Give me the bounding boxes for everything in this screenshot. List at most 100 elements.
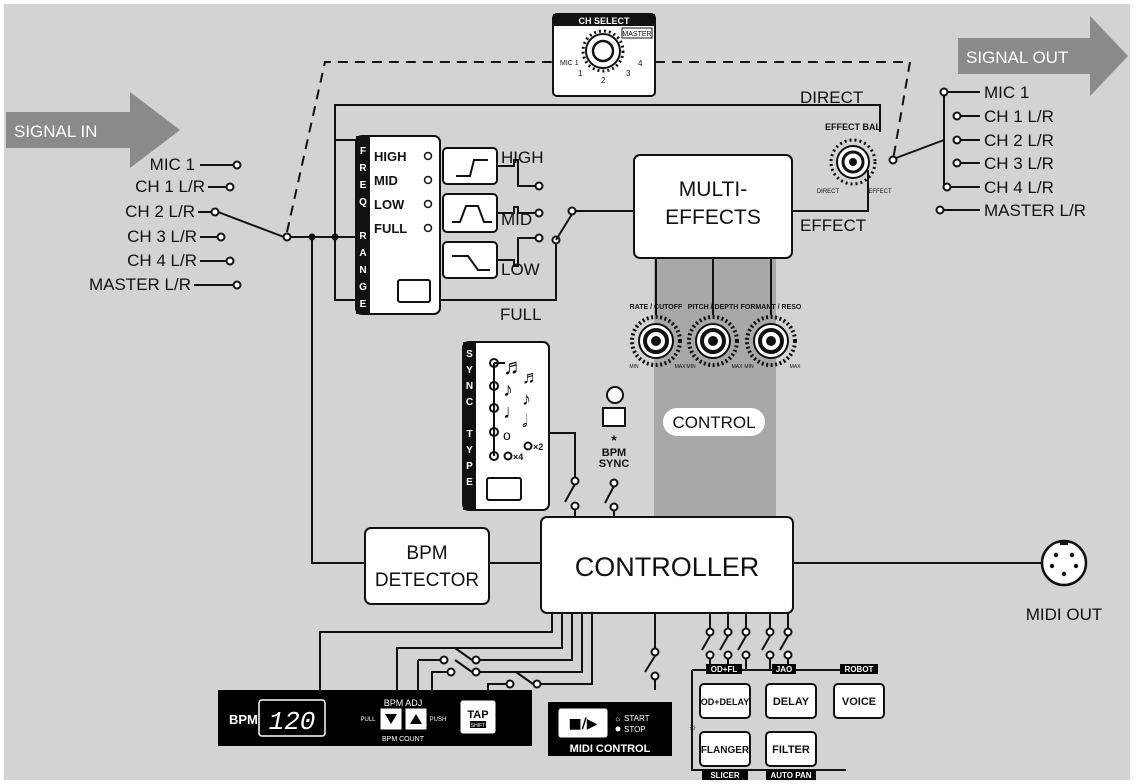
sync-type-side-letter: Y [466, 365, 473, 376]
auto-pan-tag: AUTO PAN [770, 771, 811, 780]
sync-x4: ×4 [513, 452, 523, 462]
control-label: CONTROL [672, 413, 755, 432]
signal-in-label: SIGNAL IN [14, 122, 97, 141]
input-label-mic1: MIC 1 [150, 155, 195, 174]
freq-option-led [423, 223, 433, 233]
delay-label: DELAY [773, 696, 810, 708]
control-knob[interactable] [687, 315, 739, 367]
control-badge [663, 408, 765, 436]
bpm-sync-line1: BPM [602, 447, 626, 459]
control-knob[interactable] [630, 315, 682, 367]
output-label-ch1: CH 1 L/R [984, 107, 1054, 126]
output-label-ch4: CH 4 L/R [984, 178, 1054, 197]
effect-label: EFFECT [800, 216, 866, 235]
midi-out-label: MIDI OUT [1026, 605, 1103, 624]
arrow-down-icon [385, 714, 397, 724]
freq-range-side-letter: G [359, 282, 367, 293]
effect-bal-control: EFFECT BAL DIRECT EFFECT [817, 92, 945, 195]
bpm-sync-led [606, 386, 624, 404]
freq-out-mid: MID [501, 210, 532, 229]
note-dotted-eighth-icon: ♪ [522, 389, 531, 409]
sync-type-side-letter: N [466, 381, 473, 392]
bpm-sync-control: * BPM SYNC [599, 386, 629, 517]
midi-start-label: START [624, 714, 650, 723]
bpm-adj-label: BPM ADJ [384, 698, 423, 708]
knob-label: PITCH / DEPTH [688, 304, 739, 311]
freq-option-label: FULL [374, 221, 407, 236]
effect-bal-title: EFFECT BAL [825, 122, 881, 132]
freq-range-side-letter: R [359, 231, 367, 242]
knob-min-label: MIN [686, 364, 696, 370]
sync-type-wire [549, 432, 576, 478]
knob-max-label: MAX [675, 364, 687, 370]
bpm-sync-button[interactable] [602, 407, 626, 427]
controller-block: CONTROLLER [540, 516, 794, 614]
bpm-display-value: 120 [269, 707, 316, 737]
input-label-ch1: CH 1 L/R [135, 177, 205, 196]
bpm-display [258, 699, 326, 737]
midi-stop-label: STOP [624, 725, 646, 734]
delay-button[interactable] [765, 683, 817, 719]
output-label-ch2: CH 2 L/R [984, 131, 1054, 150]
voice-label: VOICE [842, 696, 876, 708]
output-label-ch3: CH 3 L/R [984, 154, 1054, 173]
input-jack [232, 160, 242, 170]
freq-range-side-letter: E [360, 180, 367, 191]
freq-range-side-letter: E [360, 299, 367, 310]
control-knob[interactable] [745, 315, 797, 367]
note-sixteenth-icon: ♬ [503, 354, 525, 379]
controller-bus-wires [319, 613, 660, 690]
od-delay-button[interactable] [699, 683, 751, 719]
input-jack [210, 207, 220, 217]
input-label-master: MASTER L/R [89, 275, 191, 294]
filter-button[interactable] [765, 731, 817, 767]
sync-type-side-letter: C [466, 397, 473, 408]
ch-select-2: 2 [601, 76, 606, 85]
dot-icon [615, 726, 621, 732]
freq-range-side-letter: R [359, 163, 367, 174]
ch-select-dashed-link [286, 61, 553, 233]
freq-option-led [423, 199, 433, 209]
freq-option-label: MID [374, 173, 398, 188]
knob-label: FORMANT / RESO [741, 304, 802, 311]
slicer-tag: SLICER [710, 771, 740, 780]
voice-button[interactable] [833, 683, 885, 719]
bpm-pull-label: PULL [360, 717, 376, 723]
knob-min-label: MIN [744, 364, 754, 370]
bpm-panel-label: BPM [229, 712, 258, 727]
bpm-push-label: PUSH [430, 717, 447, 723]
tap-shift-label: SHIFT [471, 723, 485, 729]
freq-option-led [423, 151, 433, 161]
flanger-button[interactable] [699, 731, 751, 767]
effect-buttons: OD+FL JAO ROBOT OD+DELAY DELAY VOICE ☼ F… [688, 664, 885, 780]
bpm-detector-line1: BPM [406, 543, 447, 564]
tap-button[interactable] [459, 699, 497, 735]
od-delay-label: OD+DELAY [701, 697, 749, 707]
od-fl-tag: OD+FL [711, 665, 738, 674]
bpm-sync-star: * [611, 432, 617, 448]
diagram-background [4, 4, 1130, 780]
multi-effects-line1: MULTI- [679, 178, 747, 201]
input-jack [216, 232, 226, 242]
sync-type-side-letter: P [466, 461, 473, 472]
effect-bal-knob[interactable] [829, 138, 877, 186]
output-label-mic1: MIC 1 [984, 83, 1029, 102]
input-label-ch3: CH 3 L/R [127, 227, 197, 246]
direct-label: DIRECT [800, 88, 863, 107]
effect-bal-direct: DIRECT [817, 189, 840, 195]
midi-start-stop-button[interactable] [557, 707, 609, 739]
sync-type-button[interactable] [486, 477, 522, 501]
note-eighth-icon: ♪ [503, 379, 513, 401]
freq-range-side-letter: A [359, 248, 366, 259]
output-label-master: MASTER L/R [984, 201, 1086, 220]
knob-min-label: MIN [629, 364, 639, 370]
input-jack [232, 280, 242, 290]
signal-in-arrow: SIGNAL IN [6, 92, 180, 168]
freq-range-button[interactable] [397, 279, 431, 303]
ch-select-knob[interactable] [581, 29, 625, 73]
